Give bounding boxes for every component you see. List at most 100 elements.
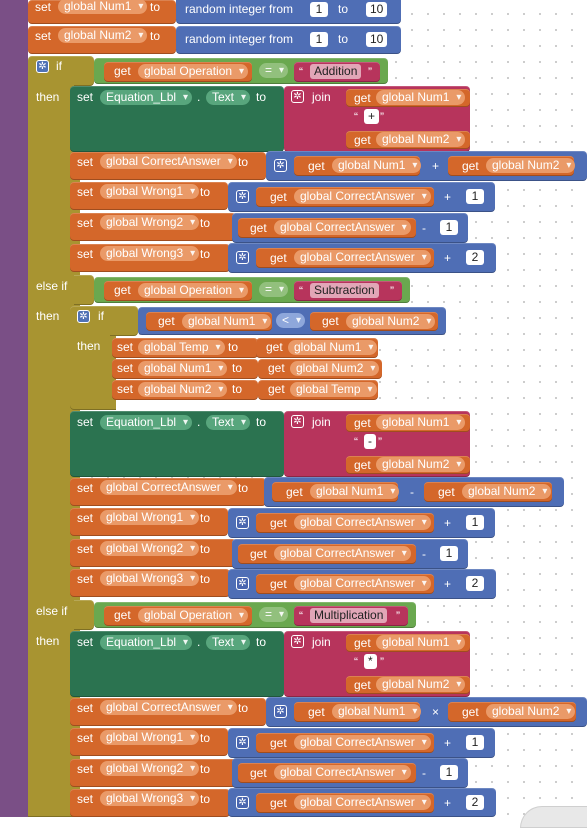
mutator-gear-icon[interactable]: ✲ bbox=[36, 60, 49, 73]
math-subtract-block[interactable]: get global CorrectAnswer - 1 bbox=[232, 539, 468, 569]
num2-dropdown[interactable]: global Num2 bbox=[486, 704, 576, 719]
property-dropdown[interactable]: Text bbox=[206, 635, 251, 650]
get-num2-block[interactable]: get global Num2 bbox=[448, 702, 576, 722]
num1-dropdown[interactable]: global Num1 bbox=[376, 90, 466, 105]
wrong3-dropdown[interactable]: global Wrong3 bbox=[100, 571, 200, 586]
get-correct-answer-block[interactable]: get global CorrectAnswer bbox=[256, 187, 434, 207]
set-wrong3-block[interactable]: set global Wrong3 to bbox=[70, 569, 230, 597]
math-mutator-gear-icon[interactable]: ✲ bbox=[236, 251, 249, 264]
operation-dropdown[interactable]: global Operation bbox=[138, 283, 249, 298]
set-wrong3-block[interactable]: set global Wrong3 to bbox=[70, 244, 230, 272]
math-add-block[interactable]: ✲ get global CorrectAnswer + 1 bbox=[228, 508, 495, 538]
num2-dropdown[interactable]: global Num2 bbox=[376, 457, 466, 472]
wrong2-dropdown[interactable]: global Wrong2 bbox=[100, 215, 200, 230]
math-add-block[interactable]: ✲ get global CorrectAnswer + 2 bbox=[228, 243, 496, 273]
num1-dropdown[interactable]: global Num1 bbox=[376, 635, 466, 650]
set-correct-answer-block[interactable]: set global CorrectAnswer to bbox=[70, 698, 266, 726]
number-value[interactable]: 2 bbox=[466, 576, 484, 591]
num1-dropdown[interactable]: global Num1 bbox=[310, 484, 400, 499]
set-equation-label-text-block[interactable]: set Equation_Lbl . Text to bbox=[70, 86, 284, 152]
wrong3-dropdown[interactable]: global Wrong3 bbox=[100, 246, 200, 261]
wrong2-dropdown[interactable]: global Wrong2 bbox=[100, 541, 200, 556]
math-mutator-gear-icon[interactable]: ✲ bbox=[236, 516, 249, 529]
get-num2-block[interactable]: get global Num2 bbox=[346, 456, 470, 474]
random-integer-block[interactable]: random integer from 1 to 10 bbox=[176, 0, 401, 24]
compare-less-than-block[interactable]: get global Num1 < get global Num2 bbox=[138, 307, 446, 335]
set-wrong2-block[interactable]: set global Wrong2 to bbox=[70, 539, 236, 567]
get-operation-block[interactable]: get global Operation bbox=[104, 281, 252, 301]
num2-dropdown[interactable]: global Num2 bbox=[346, 314, 436, 329]
get-num2-block[interactable]: get global Num2 bbox=[424, 482, 552, 502]
correct-answer-dropdown[interactable]: global CorrectAnswer bbox=[294, 576, 431, 591]
get-correct-answer-block[interactable]: get global CorrectAnswer bbox=[256, 513, 434, 533]
correct-answer-dropdown[interactable]: global CorrectAnswer bbox=[294, 189, 431, 204]
math-mutator-gear-icon[interactable]: ✲ bbox=[236, 736, 249, 749]
set-correct-answer-block[interactable]: set global CorrectAnswer to bbox=[70, 478, 266, 506]
math-add-block[interactable]: ✲ get global CorrectAnswer + 1 bbox=[228, 728, 495, 758]
property-dropdown[interactable]: Text bbox=[206, 90, 251, 105]
join-mutator-gear-icon[interactable]: ✲ bbox=[291, 90, 304, 103]
wrong3-dropdown[interactable]: global Wrong3 bbox=[100, 791, 200, 806]
num2-dropdown[interactable]: global Num2 bbox=[486, 158, 576, 173]
correct-answer-dropdown[interactable]: global CorrectAnswer bbox=[294, 250, 431, 265]
num2-dropdown[interactable]: global Num2 bbox=[290, 361, 380, 376]
get-num2-block[interactable]: get global Num2 bbox=[346, 131, 470, 149]
get-correct-answer-block[interactable]: get global CorrectAnswer bbox=[238, 763, 416, 783]
math-mutator-gear-icon[interactable]: ✲ bbox=[274, 705, 287, 718]
num2-dropdown[interactable]: global Num2 bbox=[138, 382, 228, 397]
set-wrong1-block[interactable]: set global Wrong1 to bbox=[70, 508, 228, 536]
number-value[interactable]: 1 bbox=[440, 546, 458, 561]
multiplication-text[interactable]: Multiplication bbox=[310, 608, 388, 623]
set-wrong1-block[interactable]: set global Wrong1 to bbox=[70, 728, 228, 756]
text-addition-block[interactable]: “ Addition ” bbox=[294, 62, 380, 82]
component-dropdown[interactable]: Equation_Lbl bbox=[100, 90, 193, 105]
component-dropdown[interactable]: Equation_Lbl bbox=[100, 415, 193, 430]
equals-operator-dropdown[interactable]: = bbox=[259, 607, 289, 622]
addition-text[interactable]: Addition bbox=[310, 64, 362, 79]
temp-dropdown[interactable]: global Temp bbox=[290, 382, 377, 397]
num2-dropdown[interactable]: global Num2 bbox=[58, 28, 148, 43]
get-num2-block[interactable]: get global Num2 bbox=[448, 156, 576, 176]
compare-block[interactable]: get global Operation = “ Multiplication … bbox=[94, 602, 416, 628]
compare-block[interactable]: get global Operation = “ Addition ” bbox=[94, 58, 388, 84]
get-correct-answer-block[interactable]: get global CorrectAnswer bbox=[238, 218, 416, 238]
math-mutator-gear-icon[interactable]: ✲ bbox=[236, 577, 249, 590]
num1-dropdown[interactable]: global Num1 bbox=[138, 361, 228, 376]
random-max-value[interactable]: 10 bbox=[366, 32, 388, 47]
math-multiply-block[interactable]: ✲ get global Num1 × get global Num2 bbox=[266, 697, 587, 727]
set-wrong2-block[interactable]: set global Wrong2 to bbox=[70, 213, 236, 241]
operation-dropdown[interactable]: global Operation bbox=[138, 608, 249, 623]
random-max-value[interactable]: 10 bbox=[366, 2, 388, 17]
number-value[interactable]: 2 bbox=[466, 795, 484, 810]
get-correct-answer-block[interactable]: get global CorrectAnswer bbox=[256, 733, 434, 753]
correct-answer-dropdown[interactable]: global CorrectAnswer bbox=[274, 546, 411, 561]
equals-operator-dropdown[interactable]: = bbox=[259, 63, 289, 78]
set-num1-block[interactable]: set global Num1 to bbox=[112, 359, 258, 379]
equals-operator-dropdown[interactable]: = bbox=[259, 282, 289, 297]
set-wrong1-block[interactable]: set global Wrong1 to bbox=[70, 182, 228, 210]
text-multiplication-block[interactable]: “ Multiplication ” bbox=[294, 606, 408, 626]
star-text[interactable]: * bbox=[364, 654, 377, 669]
join-mutator-gear-icon[interactable]: ✲ bbox=[291, 415, 304, 428]
less-than-operator-dropdown[interactable]: < bbox=[276, 313, 306, 328]
get-operation-block[interactable]: get global Operation bbox=[104, 62, 252, 82]
wrong1-dropdown[interactable]: global Wrong1 bbox=[100, 510, 200, 525]
random-min-value[interactable]: 1 bbox=[310, 32, 328, 47]
get-correct-answer-block[interactable]: get global CorrectAnswer bbox=[238, 544, 416, 564]
join-mutator-gear-icon[interactable]: ✲ bbox=[291, 635, 304, 648]
number-value[interactable]: 1 bbox=[440, 220, 458, 235]
set-num1-block[interactable]: set global Num1 to bbox=[28, 0, 176, 24]
num1-dropdown[interactable]: global Num1 bbox=[58, 0, 148, 14]
num1-dropdown[interactable]: global Num1 bbox=[332, 704, 422, 719]
get-num1-block[interactable]: get global Num1 bbox=[272, 482, 400, 502]
math-subtract-block[interactable]: get global CorrectAnswer - 1 bbox=[232, 213, 468, 243]
number-value[interactable]: 2 bbox=[466, 250, 484, 265]
get-num2-block[interactable]: get global Num2 bbox=[310, 312, 438, 331]
get-correct-answer-block[interactable]: get global CorrectAnswer bbox=[256, 574, 434, 594]
math-add-block[interactable]: ✲ get global Num1 + get global Num2 bbox=[266, 151, 587, 181]
num1-dropdown[interactable]: global Num1 bbox=[332, 158, 422, 173]
get-correct-answer-block[interactable]: get global CorrectAnswer bbox=[256, 248, 434, 268]
math-mutator-gear-icon[interactable]: ✲ bbox=[236, 190, 249, 203]
get-num1-block[interactable]: get global Num1 bbox=[146, 312, 272, 331]
get-temp-block[interactable]: get global Temp bbox=[258, 380, 378, 400]
